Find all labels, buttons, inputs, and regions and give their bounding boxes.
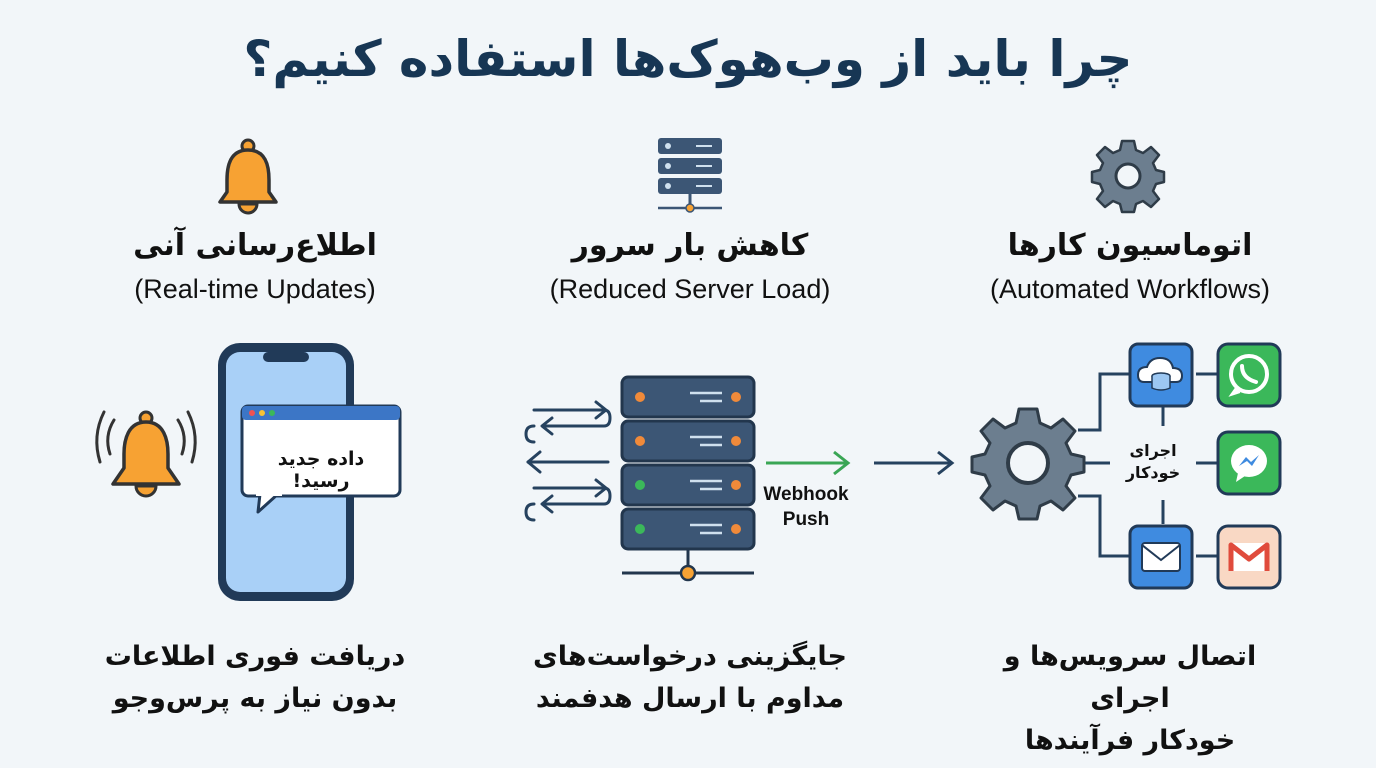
email-icon bbox=[1128, 524, 1194, 590]
auto-run-label: اجرای خودکار bbox=[1110, 440, 1196, 484]
server-rack bbox=[620, 375, 756, 582]
push-label-line1: Webhook bbox=[763, 484, 849, 505]
desc-automation-line1: اتصال سرویس‌ها و اجرای bbox=[1003, 641, 1257, 714]
desc-realtime-line1: دریافت فوری اطلاعات bbox=[104, 641, 406, 672]
desc-realtime-line2: بدون نیاز به پرس‌وجو bbox=[112, 683, 398, 714]
column-server: کاهش بار سرور (Reduced Server Load) bbox=[500, 0, 955, 768]
automation-illustration bbox=[970, 342, 1282, 590]
webhook-push-label: Webhook Push bbox=[756, 482, 856, 532]
desc-automation-line2: خودکار فرآیندها bbox=[1024, 725, 1236, 756]
server-illustration bbox=[524, 375, 880, 582]
notification-bubble bbox=[240, 404, 402, 514]
large-gear-icon bbox=[970, 407, 1086, 521]
desc-server-line1: جایگزینی درخواست‌های bbox=[533, 641, 847, 672]
push-arrow-icon bbox=[766, 450, 851, 476]
messenger-icon bbox=[1216, 430, 1282, 496]
subheading-automation: (Automated Workflows) bbox=[989, 274, 1271, 304]
auto-label-line2: خودکار bbox=[1125, 463, 1181, 482]
notification-text: داده جدید رسید! bbox=[277, 448, 365, 492]
polling-arrows-icon bbox=[524, 400, 612, 522]
whatsapp-icon bbox=[1216, 342, 1282, 408]
auto-label-line1: اجرای bbox=[1129, 441, 1177, 460]
push-label-line2: Push bbox=[782, 509, 830, 530]
subheading-realtime: (Real-time Updates) bbox=[134, 274, 376, 304]
column-automation: اتوماسیون کارها (Automated Workflows) bbox=[960, 0, 1300, 768]
cloud-database-icon bbox=[1128, 342, 1194, 408]
ringing-bell-icon bbox=[95, 410, 197, 498]
bell-icon bbox=[218, 138, 278, 215]
heading-server: کاهش بار سرور bbox=[571, 228, 809, 263]
subheading-server: (Reduced Server Load) bbox=[549, 274, 831, 304]
phone-illustration bbox=[95, 343, 402, 601]
server-icon bbox=[658, 138, 722, 213]
desc-server: جایگزینی درخواست‌های مداوم با ارسال هدفم… bbox=[500, 636, 880, 720]
gear-icon bbox=[1090, 139, 1166, 214]
gmail-icon bbox=[1216, 524, 1282, 590]
heading-automation: اتوماسیون کارها bbox=[1007, 228, 1253, 263]
desc-automation: اتصال سرویس‌ها و اجرای خودکار فرآیندها bbox=[960, 636, 1300, 762]
column-realtime: اطلاع‌رسانی آنی (Real-time Updates) bbox=[90, 0, 420, 768]
arrow-right-icon bbox=[874, 450, 955, 476]
heading-realtime: اطلاع‌رسانی آنی bbox=[133, 228, 377, 263]
page-title: چرا باید از وب‌هوک‌ها استفاده کنیم؟ bbox=[243, 30, 1133, 88]
desc-server-line2: مداوم با ارسال هدفمند bbox=[535, 683, 845, 714]
desc-realtime: دریافت فوری اطلاعات بدون نیاز به پرس‌وجو bbox=[90, 636, 420, 720]
